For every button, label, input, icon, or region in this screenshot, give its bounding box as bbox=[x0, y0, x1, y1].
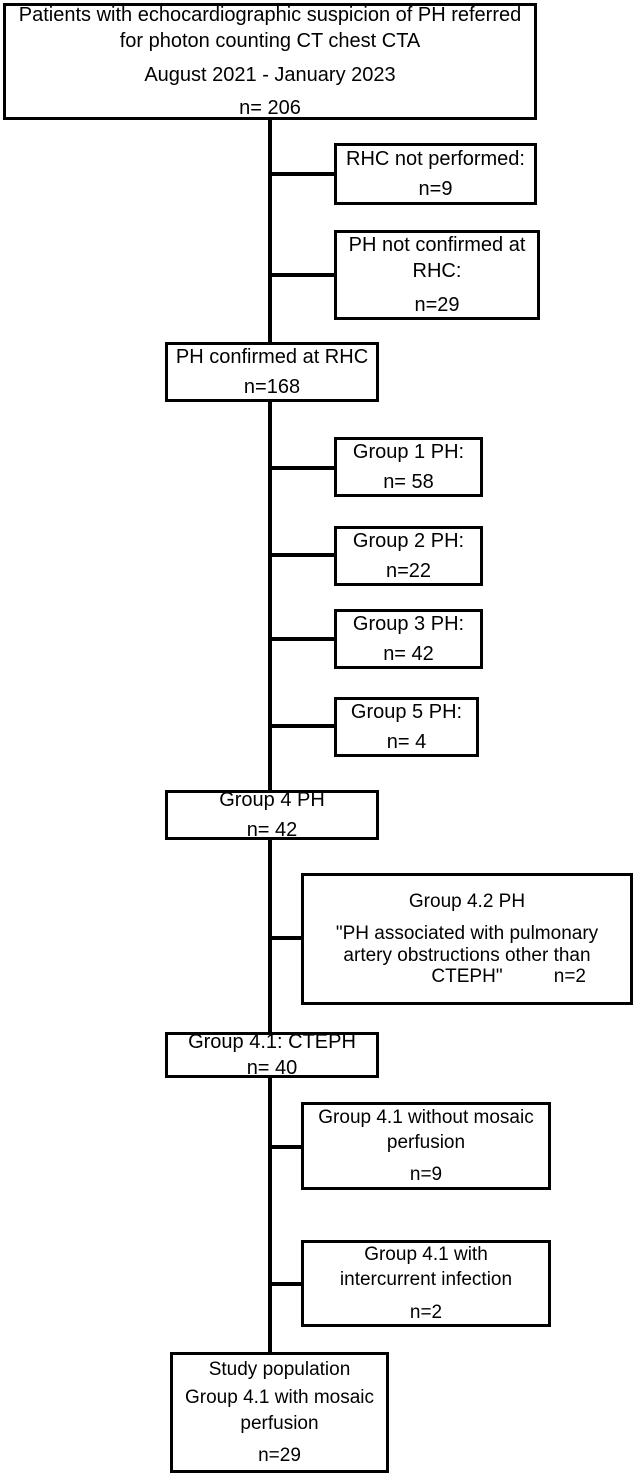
study-population-count: n=29 bbox=[258, 1444, 301, 1466]
connector-branch-group3 bbox=[268, 637, 336, 641]
study-population-line2: perfusion bbox=[240, 1412, 319, 1434]
ph-not-confirmed-count: n=29 bbox=[414, 293, 460, 316]
node-group1: Group 1 PH: n= 58 bbox=[334, 437, 483, 497]
connector-trunk-group41-to-study-population bbox=[268, 1076, 272, 1354]
connector-branch-rhc-not-performed bbox=[268, 172, 336, 176]
study-population-heading: Study population bbox=[208, 1358, 351, 1380]
node-group2: Group 2 PH: n=22 bbox=[334, 526, 483, 586]
group41-infection-line1: Group 4.1 with bbox=[364, 1244, 488, 1266]
node-study-population: Study population Group 4.1 with mosaic p… bbox=[170, 1352, 389, 1473]
group1-count: n= 58 bbox=[383, 470, 434, 493]
node-enrollment: Patients with echocardiographic suspicio… bbox=[3, 3, 537, 120]
study-population-line1: Group 4.1 with mosaic bbox=[184, 1387, 375, 1409]
group2-label: Group 2 PH: bbox=[352, 530, 465, 553]
node-group3: Group 3 PH: n= 42 bbox=[334, 609, 483, 669]
node-group41-infection: Group 4.1 with intercurrent infection n=… bbox=[301, 1240, 551, 1327]
node-group42: Group 4.2 PH "PH associated with pulmona… bbox=[301, 873, 633, 1005]
node-ph-not-confirmed: PH not confirmed at RHC: n=29 bbox=[334, 230, 540, 320]
ph-not-confirmed-line2: RHC: bbox=[412, 260, 462, 283]
connector-trunk-confirmed-to-group4 bbox=[268, 400, 272, 792]
group5-label: Group 5 PH: bbox=[350, 701, 463, 724]
node-ph-confirmed: PH confirmed at RHC n=168 bbox=[165, 342, 379, 402]
connector-branch-group2 bbox=[268, 553, 336, 557]
node-rhc-not-performed: RHC not performed: n=9 bbox=[334, 143, 537, 205]
connector-branch-without-mosaic bbox=[268, 1145, 304, 1149]
group4-count: n= 42 bbox=[246, 818, 298, 841]
group5-count: n= 4 bbox=[386, 730, 427, 753]
group41-without-mosaic-line1: Group 4.1 without mosaic bbox=[318, 1106, 534, 1128]
ph-confirmed-label: PH confirmed at RHC bbox=[175, 346, 369, 369]
node-group4: Group 4 PH n= 42 bbox=[165, 789, 379, 841]
group41-without-mosaic-line2: perfusion bbox=[386, 1131, 466, 1153]
connector-branch-group42 bbox=[268, 936, 304, 940]
group42-count: n=2 bbox=[553, 965, 586, 987]
group41-cteph-label: Group 4.1: CTEPH bbox=[188, 1030, 356, 1053]
group41-infection-count: n=2 bbox=[409, 1301, 443, 1323]
ph-confirmed-count: n=168 bbox=[243, 375, 301, 398]
connector-branch-intercurrent-infection bbox=[268, 1282, 304, 1286]
node-group5: Group 5 PH: n= 4 bbox=[334, 697, 479, 757]
group1-label: Group 1 PH: bbox=[352, 441, 465, 464]
group2-count: n=22 bbox=[385, 559, 432, 582]
group3-count: n= 42 bbox=[383, 642, 434, 665]
connector-branch-group5 bbox=[268, 724, 336, 728]
rhc-not-performed-label: RHC not performed: bbox=[346, 148, 525, 171]
enrollment-period: August 2021 - January 2023 bbox=[144, 63, 396, 86]
group41-without-mosaic-count: n=9 bbox=[409, 1164, 443, 1186]
group42-description: "PH associated with pulmonary artery obs… bbox=[335, 923, 599, 987]
group41-cteph-count: n= 40 bbox=[246, 1057, 298, 1079]
connector-branch-group1 bbox=[268, 466, 336, 470]
node-group41-without-mosaic: Group 4.1 without mosaic perfusion n=9 bbox=[301, 1102, 551, 1190]
enrollment-count: n= 206 bbox=[239, 96, 301, 119]
rhc-not-performed-count: n=9 bbox=[418, 177, 453, 200]
enrollment-line2: for photon counting CT chest CTA bbox=[119, 30, 421, 53]
group4-label: Group 4 PH bbox=[219, 789, 325, 812]
node-group41-cteph: Group 4.1: CTEPH n= 40 bbox=[165, 1030, 379, 1079]
connector-trunk-enrollment-to-confirmed bbox=[268, 118, 272, 344]
ph-not-confirmed-line1: PH not confirmed at bbox=[348, 233, 526, 256]
group41-infection-line2: intercurrent infection bbox=[339, 1269, 513, 1291]
connector-branch-ph-not-confirmed bbox=[268, 273, 336, 277]
group3-label: Group 3 PH: bbox=[352, 613, 465, 636]
group42-label: Group 4.2 PH bbox=[408, 890, 526, 912]
enrollment-line1: Patients with echocardiographic suspicio… bbox=[18, 3, 522, 26]
